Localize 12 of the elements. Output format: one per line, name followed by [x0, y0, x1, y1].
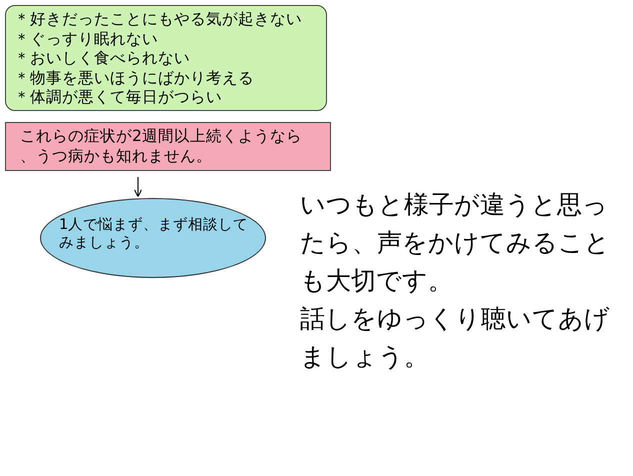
warning-box: [5, 122, 331, 171]
item-text: ＊おいしく食べられない: [14, 49, 191, 68]
item-text: 1人で悩まず、まず相談してみましょう。: [59, 216, 250, 252]
list-box: [5, 5, 327, 111]
note-text: いつもと様子が違うと思ったら、声をかけてみることも大切です。: [300, 189, 611, 297]
item-text: ＊ぐっすり眠れない: [14, 30, 159, 49]
note-text: 話しをゆっくり聴いてあげましょう。: [300, 303, 611, 373]
item-text: これらの症状が2週間以上続くようなら、うつ病かも知れません。: [20, 126, 303, 166]
item-text: ＊体調が悪くて毎日がつらい: [14, 88, 223, 108]
item-text: ＊物事を悪いほうにばかり考える: [14, 68, 255, 88]
item-text: ＊好きだったことにもやる気が起きない: [14, 10, 303, 30]
arrow: [134, 176, 142, 198]
